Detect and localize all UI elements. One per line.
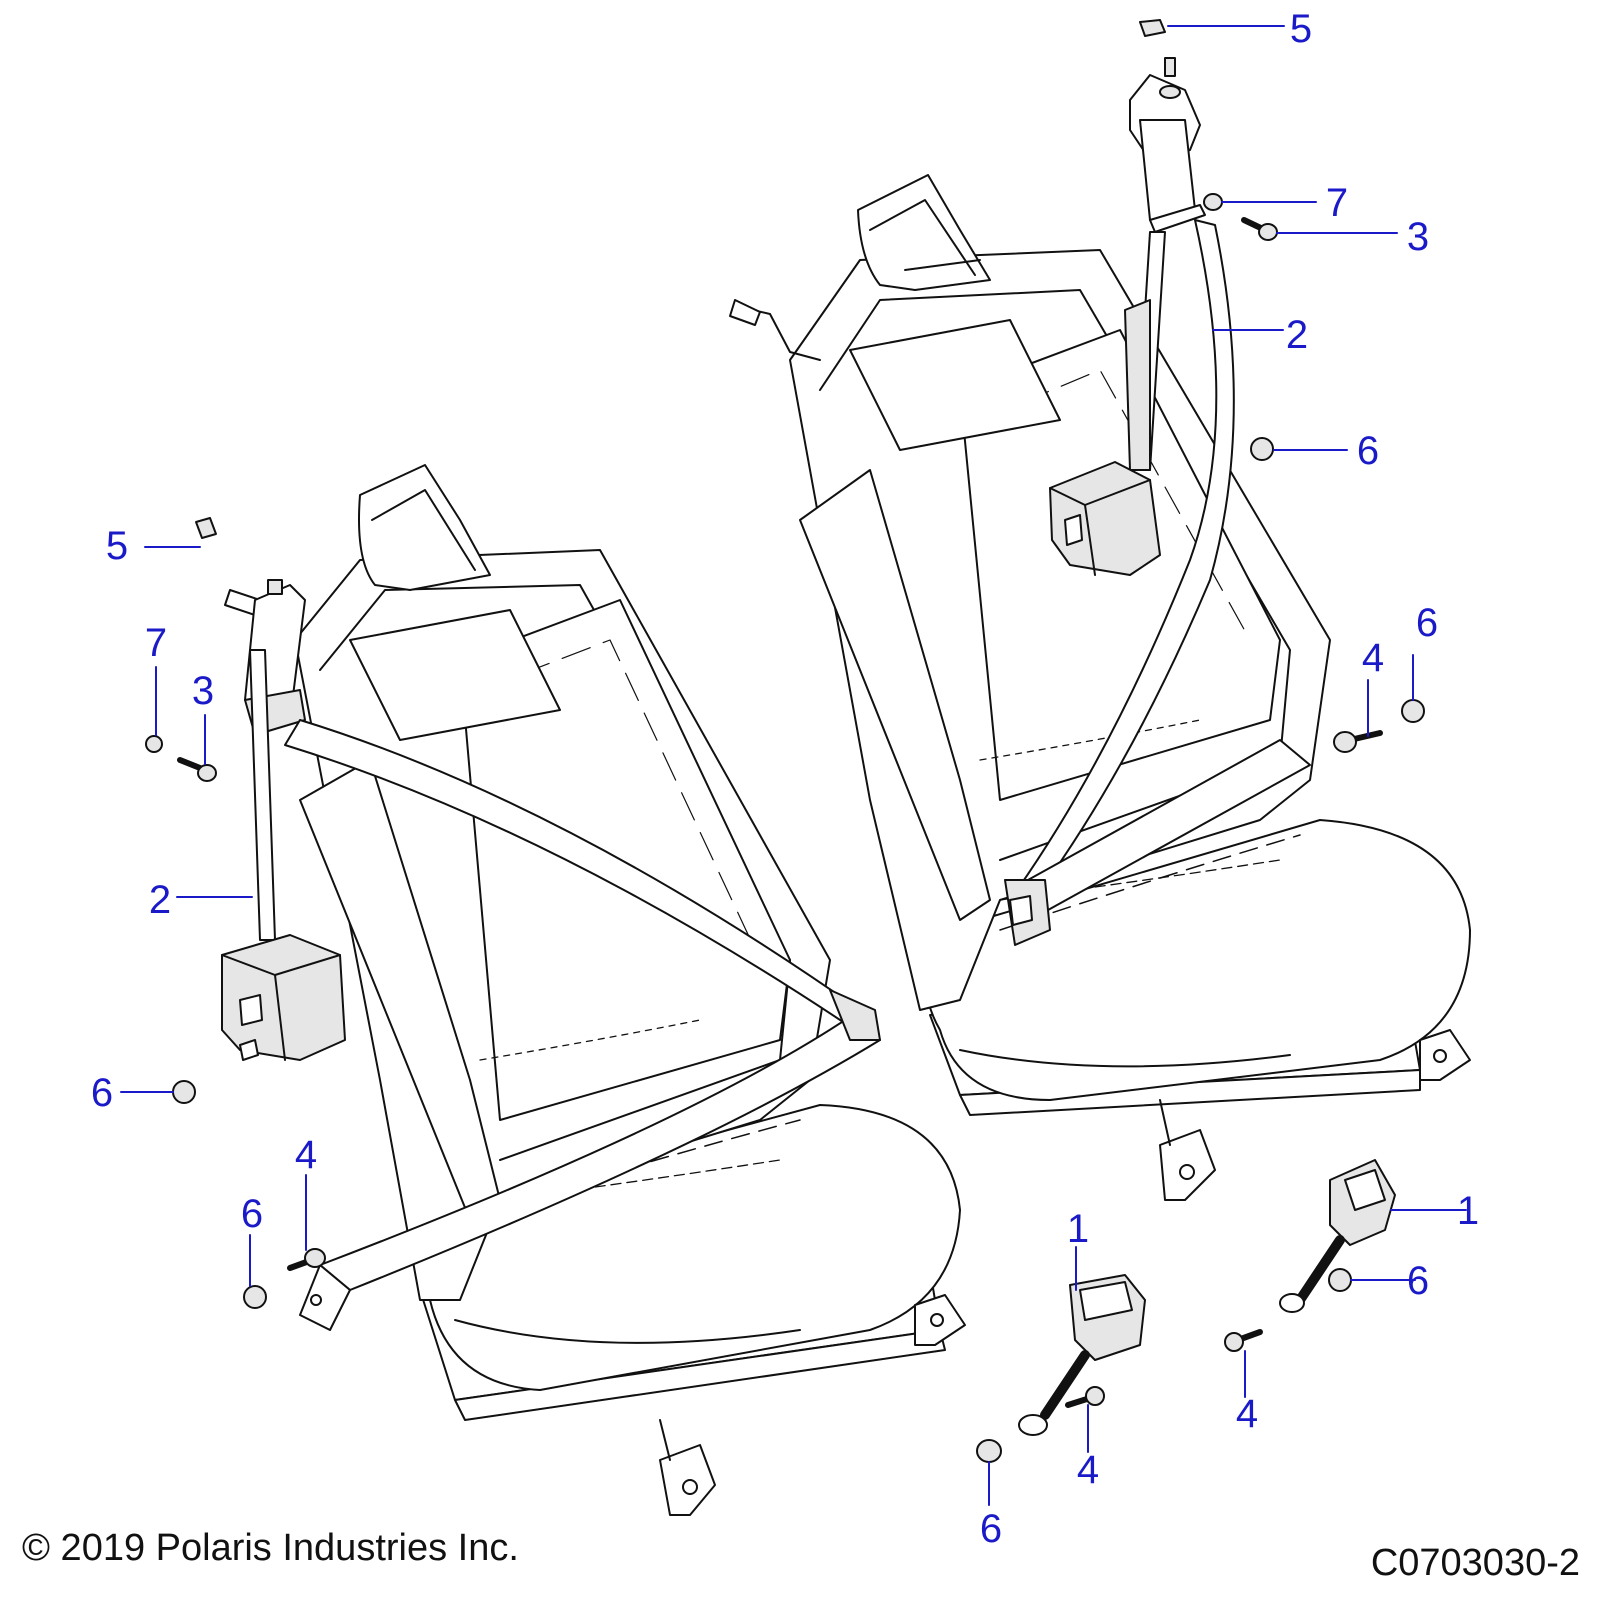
- copyright-text: © 2019 Polaris Industries Inc.: [22, 1527, 519, 1569]
- hardware: [145, 19, 1425, 1463]
- callout-2-right: 2: [1285, 313, 1309, 357]
- callout-1-middle: 1: [1066, 1207, 1090, 1251]
- callout-4-left-low: 4: [294, 1133, 318, 1177]
- callout-7-left: 7: [144, 621, 168, 665]
- figure-id: C0703030-2: [1370, 1542, 1580, 1584]
- callout-2-left: 2: [148, 878, 172, 922]
- callout-6-right-mid: 6: [1415, 601, 1439, 645]
- callout-6-right: 6: [1356, 429, 1380, 473]
- callout-6-left-low: 6: [240, 1192, 264, 1236]
- seat-belt-left: [221, 579, 881, 1331]
- callout-6-bottom: 6: [979, 1507, 1003, 1551]
- callout-5-left: 5: [105, 524, 129, 568]
- callout-6-right-low: 6: [1406, 1259, 1430, 1303]
- leader-lines: [120, 25, 1467, 1506]
- callout-3-right: 3: [1406, 215, 1430, 259]
- callout-4-right-mid: 4: [1361, 636, 1385, 680]
- callout-7-right: 7: [1325, 181, 1349, 225]
- seat-belt-right: [1004, 57, 1311, 946]
- callout-4-middle: 4: [1076, 1448, 1100, 1492]
- callout-5-top: 5: [1289, 7, 1313, 51]
- callout-1-right: 1: [1456, 1189, 1480, 1233]
- callout-6-left-mid: 6: [90, 1071, 114, 1115]
- callout-4-right-low: 4: [1235, 1392, 1259, 1436]
- callout-3-left: 3: [191, 669, 215, 713]
